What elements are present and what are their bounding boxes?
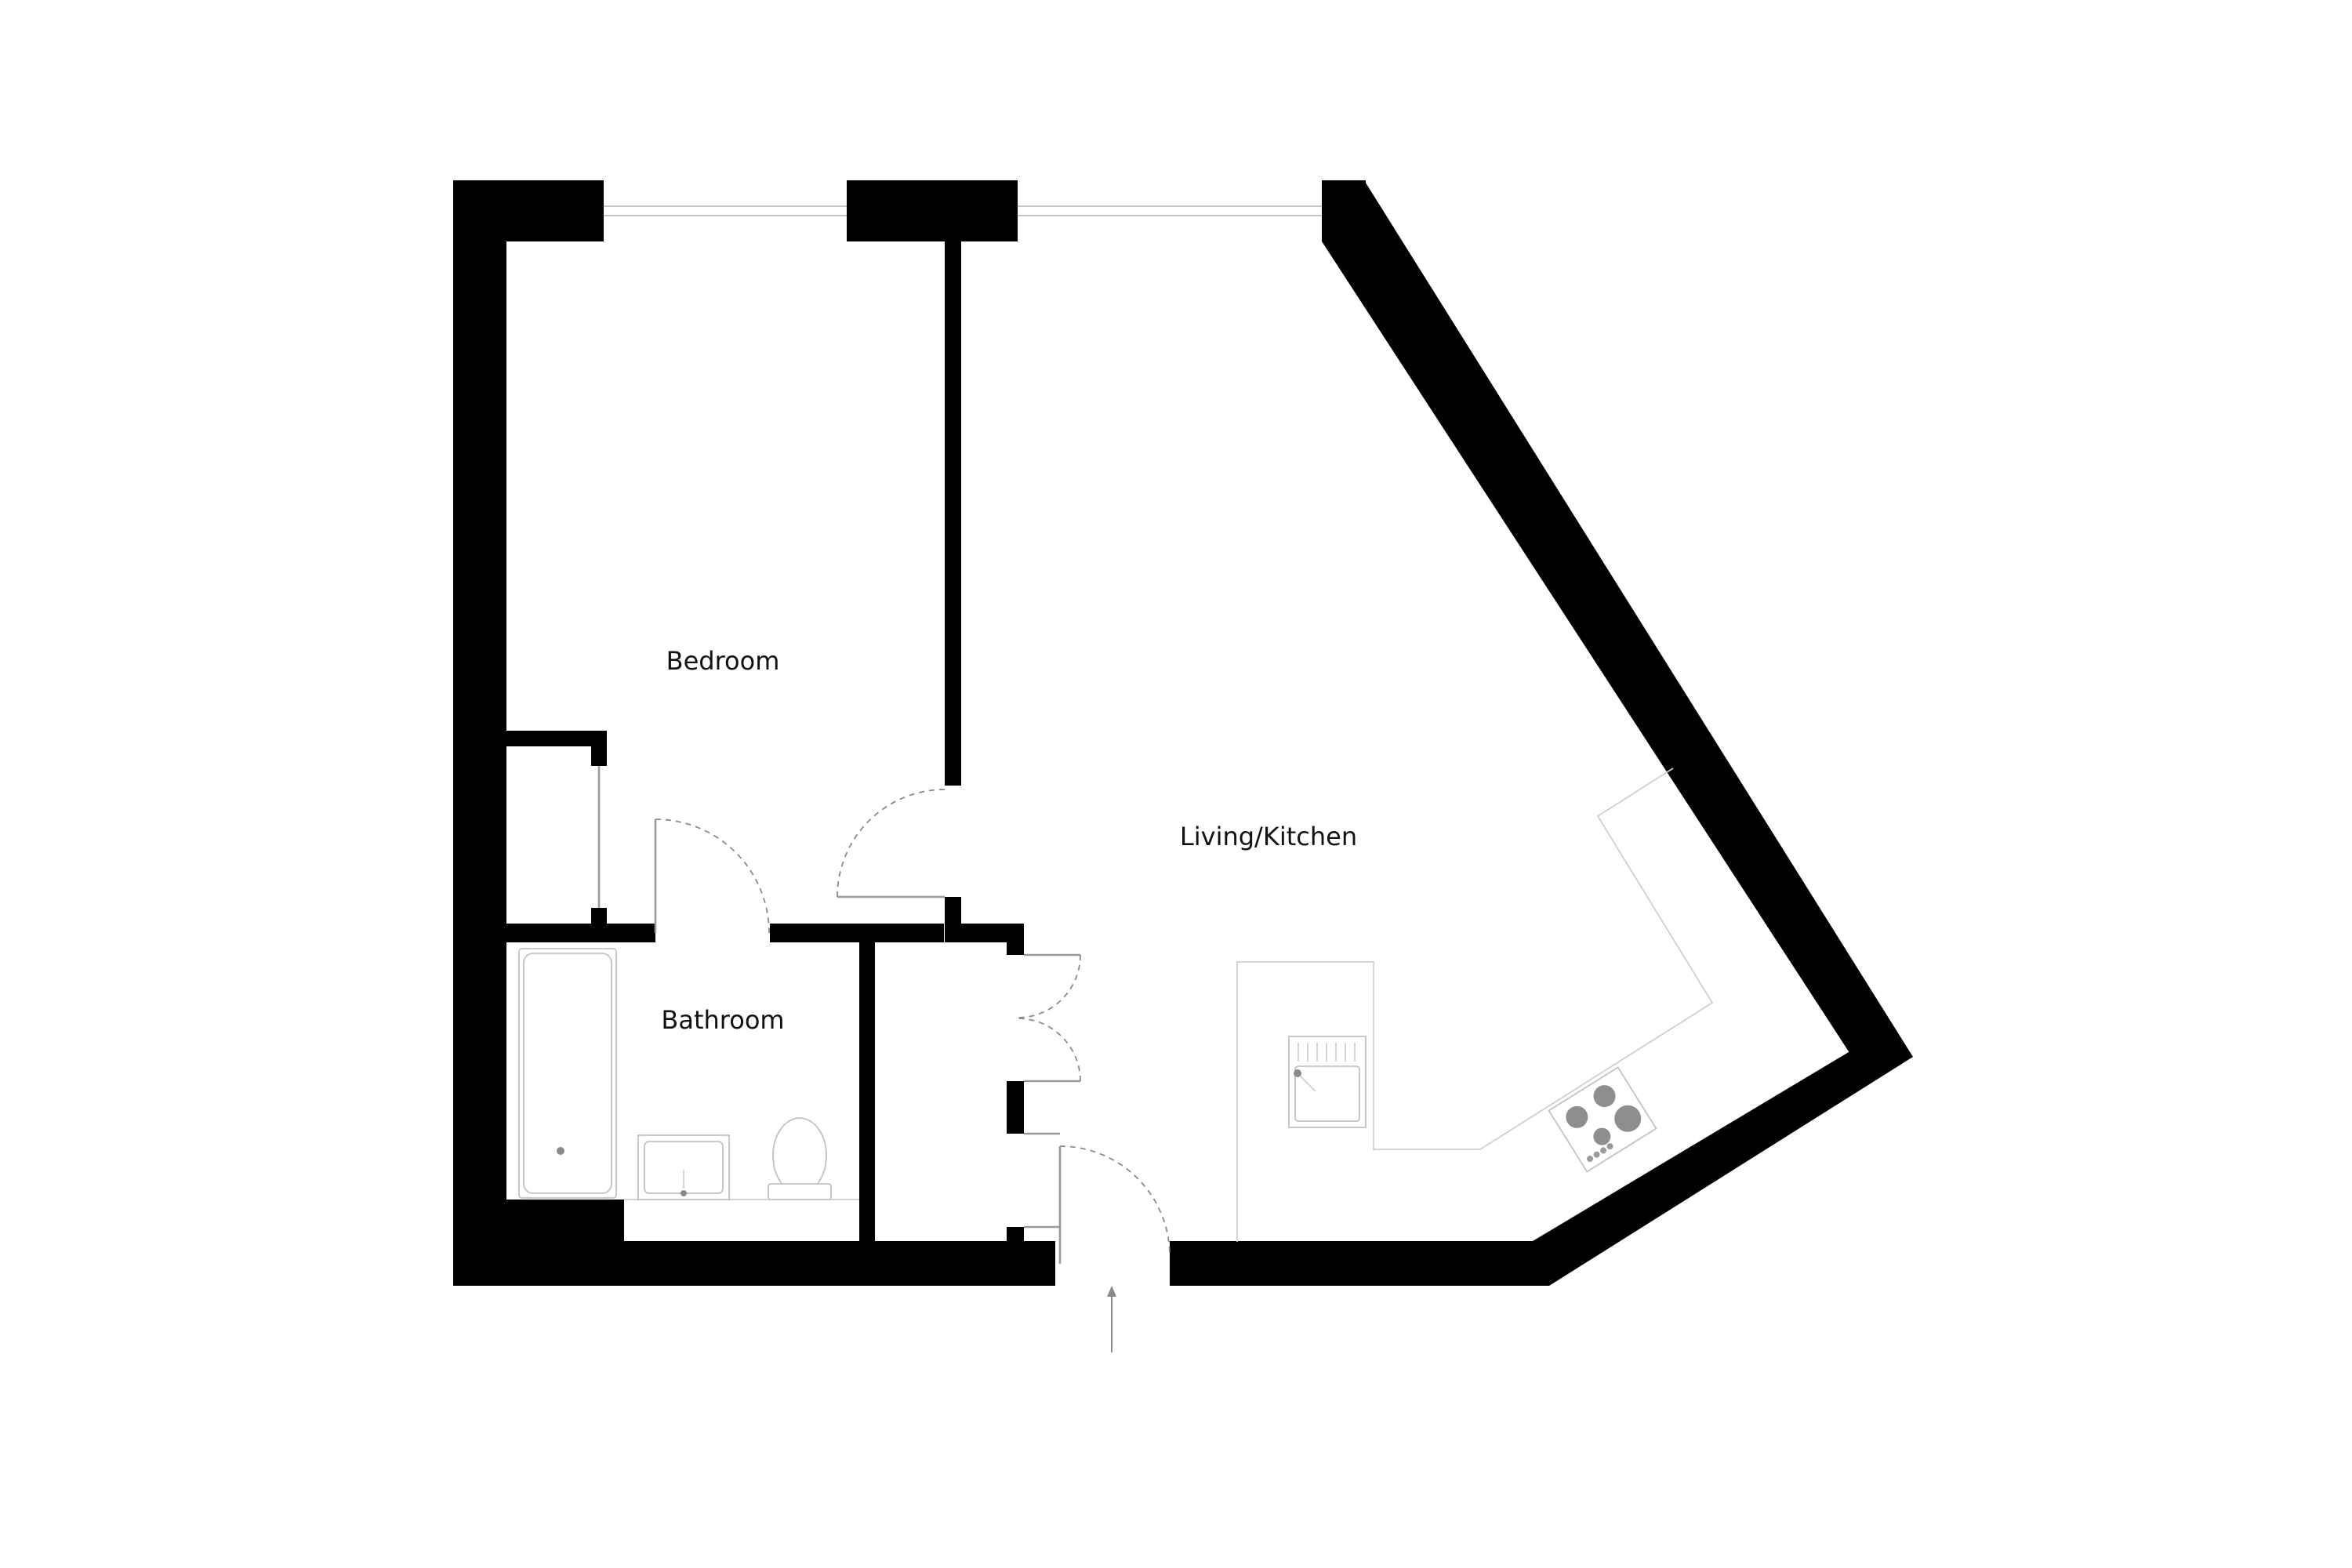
interior-walls [506, 241, 1024, 1243]
wall-bathroom-corner-block [506, 1200, 624, 1243]
hob-burner [1614, 1105, 1642, 1132]
door-bedroom [837, 789, 946, 898]
kitchen-hob [1548, 1066, 1657, 1173]
wall-closet-top-stub [591, 731, 607, 766]
door-bathroom [654, 818, 770, 934]
wall-closet-bottom-stub [591, 908, 607, 925]
window-living [1018, 205, 1322, 216]
room-label-bedroom: Bedroom [666, 646, 780, 676]
wall-top-middle-pier [847, 180, 1018, 241]
wall-left [453, 180, 506, 1286]
hob-burner [1593, 1085, 1616, 1108]
wall-bedroom-living-divider [945, 241, 961, 786]
wall-diagonal-upper [1322, 180, 1913, 1076]
wall-cupboard-right-bottom [1007, 1227, 1024, 1243]
wall-bed-bath-left [506, 924, 655, 942]
door-cupboard-upper [1017, 953, 1081, 1018]
wall-cupboard-right-top [1007, 924, 1024, 955]
toilet [768, 1117, 832, 1200]
room-label-living-kitchen: Living/Kitchen [1180, 822, 1357, 851]
entrance-arrow [1107, 1286, 1116, 1352]
kitchen-counter [1236, 768, 1714, 1242]
washbasin [637, 1134, 730, 1200]
hob-knob [1600, 1147, 1607, 1154]
door-entrance [1024, 1132, 1171, 1264]
wall-closet-top [506, 731, 607, 746]
wall-diagonal-lower [1533, 1043, 1913, 1286]
hob-burner [1593, 1127, 1611, 1145]
wall-cupboard-right-mid [1007, 1081, 1024, 1134]
wall-bath-cupboard-divider [859, 942, 875, 1242]
wall-bath-hall-right [770, 924, 944, 942]
hob-knob [1587, 1156, 1594, 1163]
exterior-walls [453, 180, 1913, 1286]
wall-hall-door-stub [945, 897, 961, 942]
wall-bottom-right [1170, 1241, 1549, 1286]
wall-bottom-left [453, 1241, 1055, 1286]
hob-knob [1606, 1143, 1613, 1150]
door-cupboard-lower [1017, 1018, 1081, 1083]
room-label-bathroom: Bathroom [661, 1005, 784, 1035]
window-bedroom [604, 205, 847, 216]
hob-burner [1566, 1105, 1588, 1128]
hob-knob [1593, 1151, 1600, 1158]
sink-drainer-grooves [1298, 1043, 1356, 1062]
kitchen-sink [1288, 1036, 1367, 1128]
bathtub [518, 948, 617, 1199]
